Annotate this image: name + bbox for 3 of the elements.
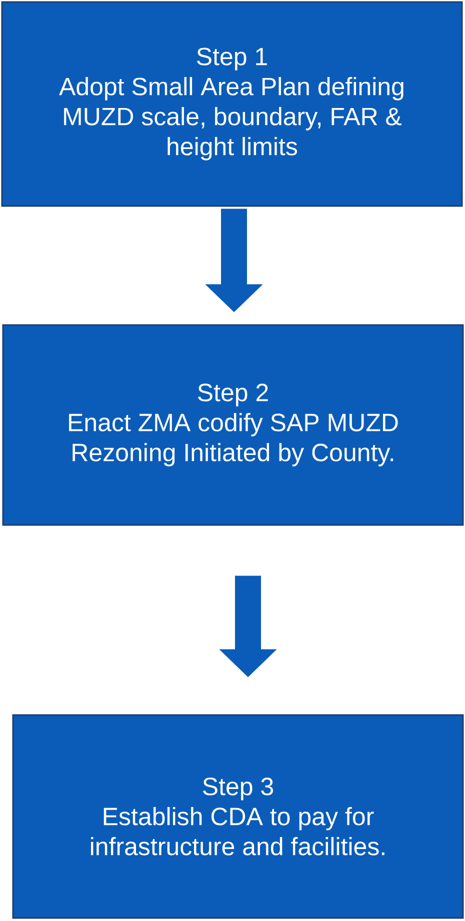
step-box: Step 1 Adopt Small Area Plan defining MUZD scale, boundary, FAR & height limits: [1, 1, 463, 207]
step-box: Step 2 Enact ZMA codify SAP MUZD Rezoning Initiated by County.: [2, 324, 464, 526]
step-box: Step 3 Establish CDA to pay for infrastructure and facilities.: [12, 714, 464, 919]
